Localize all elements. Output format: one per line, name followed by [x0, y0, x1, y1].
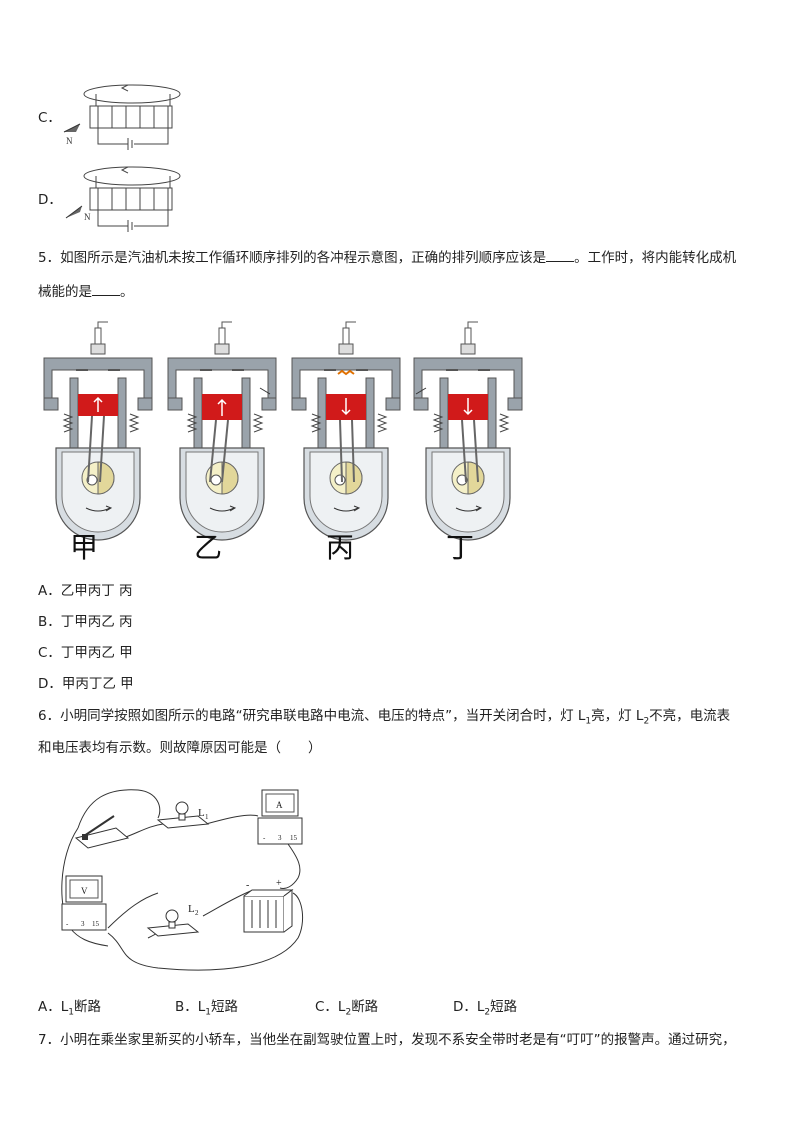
- svg-text:2: 2: [195, 909, 199, 917]
- q6-option-c[interactable]: C．L2断路: [315, 999, 379, 1018]
- answer-blank[interactable]: [92, 283, 120, 296]
- series-circuit-figure: L 1 A - 3 15 V - 3 15 L 2 - +: [61, 789, 304, 971]
- svg-text:1: 1: [205, 813, 209, 821]
- option-d-solenoid-figure: N: [65, 166, 181, 232]
- q5-option-b[interactable]: B．丁甲丙乙 丙: [38, 614, 133, 630]
- svg-text:V: V: [81, 886, 88, 896]
- svg-text:-: -: [263, 834, 266, 842]
- q5-option-a[interactable]: A．乙甲丙丁 丙: [38, 583, 133, 599]
- q5-option-c[interactable]: C．丁甲丙乙 甲: [38, 645, 133, 661]
- q5-stem-line2: 械能的是。: [38, 283, 134, 300]
- engine-ding: [413, 321, 523, 541]
- q6-stem-line2: 和电压表均有示数。则故障原因可能是（ ）: [38, 740, 322, 756]
- caption-yi: 乙: [194, 531, 223, 564]
- q5-stem-line1: 5．如图所示是汽油机未按工作循环顺序排列的各冲程示意图，正确的排列顺序应该是。工…: [38, 249, 737, 266]
- svg-text:L: L: [198, 807, 205, 819]
- bulb-l1: L 1: [156, 801, 210, 829]
- svg-text:-: -: [246, 880, 249, 891]
- svg-text:15: 15: [92, 920, 100, 928]
- q6-option-a[interactable]: A．L1断路: [38, 999, 101, 1018]
- svg-text:15: 15: [290, 834, 298, 842]
- option-c-label: C．: [38, 110, 61, 126]
- engine-jia: [43, 321, 153, 541]
- svg-text:3: 3: [278, 834, 282, 842]
- caption-bing: 丙: [326, 531, 355, 564]
- q7-stem-line1: 7．小明在乘坐家里新买的小轿车，当他坐在副驾驶位置上时，发现不系安全带时老是有“…: [38, 1032, 736, 1048]
- q5-option-d[interactable]: D．甲丙丁乙 甲: [38, 676, 134, 692]
- switch: [74, 815, 130, 849]
- engine-bing: [291, 321, 401, 541]
- option-c-solenoid-figure: N: [63, 84, 181, 150]
- caption-jia: 甲: [70, 531, 99, 564]
- ammeter: A - 3 15: [257, 789, 303, 845]
- compass-n-label: N: [66, 136, 73, 146]
- option-d-label: D．: [38, 192, 62, 208]
- engine-strokes-figure: [43, 321, 523, 541]
- bulb-l2: L 2: [146, 903, 200, 937]
- q6-option-d[interactable]: D．L2短路: [453, 999, 518, 1018]
- caption-ding: 丁: [446, 531, 475, 564]
- svg-text:-: -: [66, 920, 69, 928]
- engine-yi: [167, 321, 277, 541]
- q6-option-b[interactable]: B．L1短路: [175, 999, 239, 1018]
- answer-blank[interactable]: [546, 249, 575, 262]
- voltmeter: V - 3 15: [61, 875, 107, 931]
- svg-text:+: +: [276, 878, 282, 889]
- svg-text:L: L: [188, 903, 195, 915]
- q6-stem-line1: 6．小明同学按照如图所示的电路“研究串联电路中电流、电压的特点”，当开关闭合时，…: [38, 708, 731, 727]
- svg-text:A: A: [276, 800, 283, 810]
- svg-text:3: 3: [81, 920, 85, 928]
- battery: - +: [243, 878, 294, 933]
- compass-n-label: N: [84, 212, 91, 222]
